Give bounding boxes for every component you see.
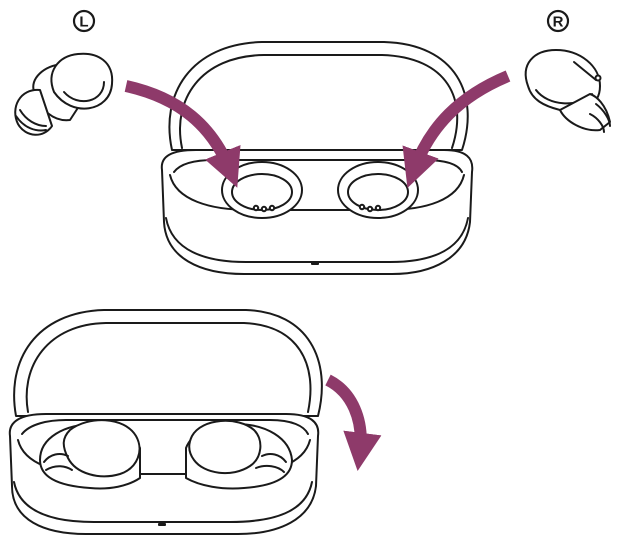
left-side-label: L xyxy=(74,11,94,31)
bottom-scene xyxy=(10,310,322,534)
left-earbud xyxy=(15,54,112,135)
right-earbud xyxy=(526,50,610,132)
close-lid-arrow-icon xyxy=(328,380,361,452)
left-charging-cavity xyxy=(222,162,302,218)
right-side-label: R xyxy=(548,11,568,31)
right-label-text: R xyxy=(553,14,564,31)
case-base xyxy=(162,150,473,274)
top-scene xyxy=(15,42,610,274)
left-label-text: L xyxy=(79,14,88,31)
right-charging-cavity xyxy=(338,162,418,218)
bottom-case-lid-open xyxy=(14,310,322,416)
